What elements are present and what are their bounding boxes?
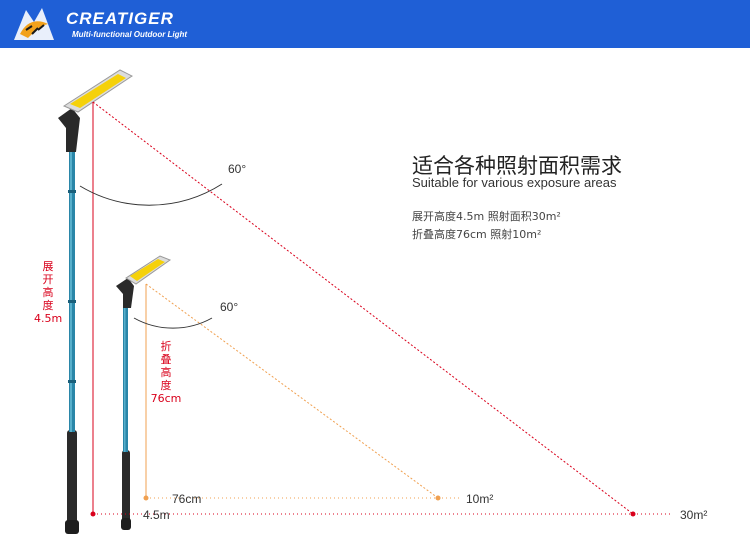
- short-pole: [116, 255, 172, 530]
- tall-area-value: 30m²: [680, 508, 708, 522]
- short-pole-grip: [122, 450, 130, 530]
- short-pole-bracket: [116, 278, 134, 308]
- spec-line-extended: 展开高度4.5m 照射面积30m²: [412, 210, 561, 223]
- spec-line-folded: 折叠高度76cm 照射10m²: [412, 228, 542, 241]
- tall-pole: [58, 69, 133, 534]
- short-angle-label: 60°: [220, 300, 239, 314]
- tall-base-dot: [90, 511, 96, 517]
- tiger-logo-icon: [14, 8, 54, 40]
- tall-beam-line: [92, 101, 634, 515]
- short-lamp-panel: [130, 259, 165, 281]
- brand-header: CREATIGER Multi-functional Outdoor Light: [0, 0, 750, 48]
- tall-area-dot: [630, 511, 636, 517]
- short-height-value: 76cm: [172, 492, 202, 506]
- short-base-dot: [143, 495, 149, 501]
- tall-height-value: 4.5m: [143, 508, 170, 522]
- tall-pole-grip: [67, 430, 77, 530]
- brand-name: CREATIGER: [66, 9, 174, 28]
- short-beam-line: [145, 283, 439, 499]
- short-angle-arc: [133, 317, 213, 329]
- short-area-value: 10m²: [466, 492, 494, 506]
- short-height-label: 折 叠 高 度 76cm: [150, 340, 182, 405]
- short-pole-foot: [121, 518, 131, 530]
- tall-pole-bracket: [58, 108, 80, 152]
- brand-tagline: Multi-functional Outdoor Light: [72, 30, 188, 39]
- tall-angle-label: 60°: [228, 162, 247, 176]
- short-area-dot: [435, 495, 441, 501]
- tall-height-label: 展 开 高 度 4.5m: [34, 260, 63, 325]
- tall-angle-arc: [79, 183, 223, 206]
- section-title-cn: 适合各种照射面积需求: [412, 154, 622, 178]
- tall-lamp-panel: [70, 74, 126, 108]
- tall-pole-foot: [65, 520, 79, 534]
- section-title-en: Suitable for various exposure areas: [412, 175, 617, 190]
